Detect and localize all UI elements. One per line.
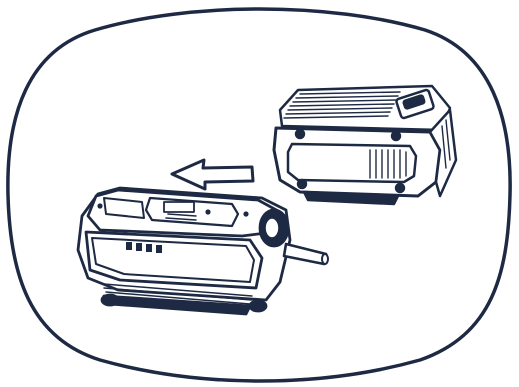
charger-base-icon xyxy=(78,188,290,314)
battery-pack-icon xyxy=(274,86,456,204)
frame-outline xyxy=(8,9,510,381)
arrow-left-icon xyxy=(172,160,253,189)
power-cord-icon xyxy=(284,244,328,264)
